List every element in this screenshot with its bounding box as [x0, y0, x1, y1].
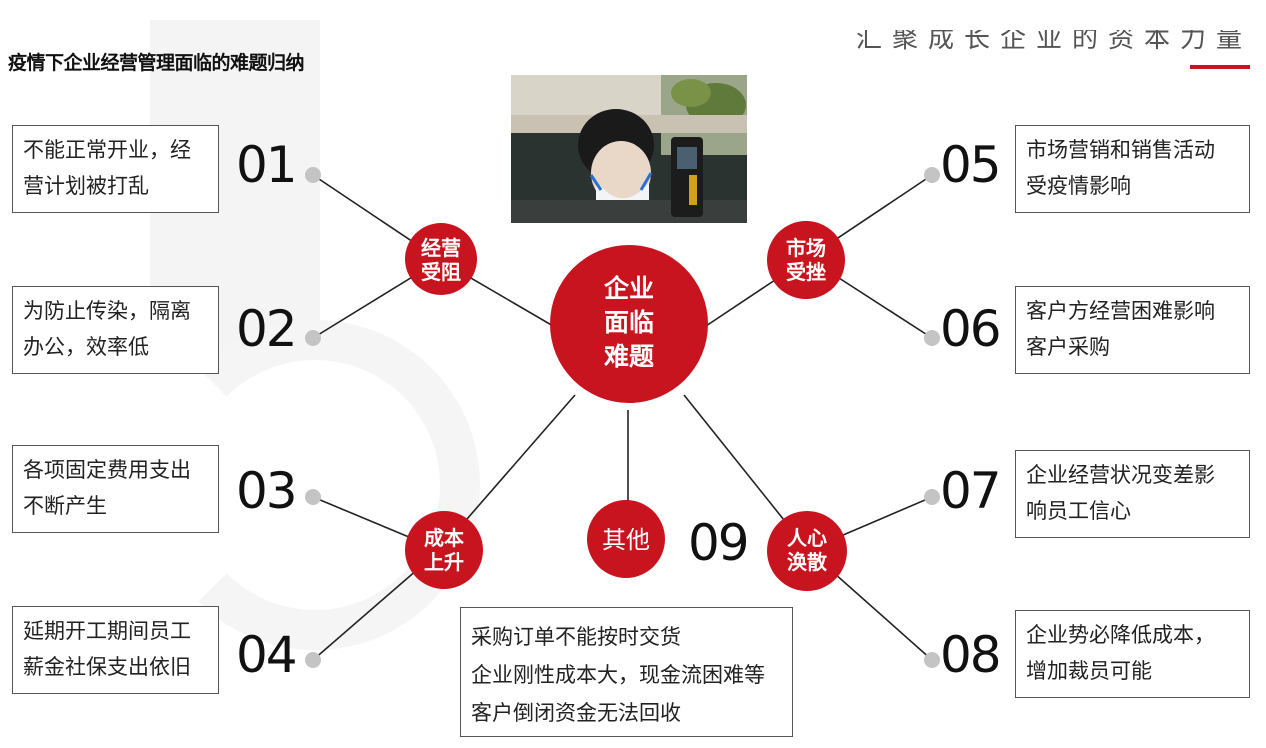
item-box-08: 企业势必降低成本， 增加裁员可能: [1015, 610, 1250, 698]
center-label: 企业 面临 难题: [603, 274, 654, 371]
category-market: [767, 221, 845, 299]
category-people-label: 人心 涣散: [787, 526, 827, 574]
item-box-04: 延期开工期间员工 薪金社保支出依旧: [12, 606, 219, 694]
category-cost-label: 成本 上升: [424, 526, 464, 574]
item-box-07: 企业经营状况变差影 响员工信心: [1015, 450, 1250, 538]
category-operation: [405, 223, 477, 295]
category-cost: [405, 511, 483, 589]
category-operation-label: 经营 受阻: [421, 236, 461, 284]
item-number: 06: [940, 300, 1002, 358]
item-number: 09: [688, 514, 750, 572]
item-number: 01: [236, 136, 298, 194]
item-number: 07: [940, 462, 1002, 520]
connector-dot: [305, 489, 321, 505]
category-other-label: 其他: [602, 526, 650, 554]
accent-underline: [1190, 65, 1250, 69]
item-number: 05: [940, 136, 1002, 194]
masked-worker-photo: [511, 75, 747, 223]
item-number: 04: [236, 626, 298, 684]
item-number: 02: [236, 300, 298, 358]
item-box-03: 各项固定费用支出 不断产生: [12, 445, 219, 533]
category-people: [767, 511, 847, 591]
item-box-06: 客户方经营困难影响 客户采购: [1015, 286, 1250, 374]
item-number: 08: [940, 626, 1002, 684]
connector-dot: [924, 489, 940, 505]
item-box-02: 为防止传染，隔离 办公，效率低: [12, 286, 219, 374]
connector-dot: [924, 167, 940, 183]
item-number: 03: [236, 462, 298, 520]
category-other: [587, 500, 665, 578]
connector-dot: [305, 167, 321, 183]
page-title: 疫情下企业经营管理面临的难题归纳: [8, 52, 305, 74]
item-box-09: 采购订单不能按时交货 企业刚性成本大，现金流困难等 客户倒闭资金无法回收: [460, 607, 793, 737]
item-box-01: 不能正常开业，经 营计划被打乱: [12, 125, 219, 213]
category-market-label: 市场 受挫: [786, 236, 826, 284]
item-box-05: 市场营销和销售活动 受疫情影响: [1015, 125, 1250, 213]
connector-dot: [305, 652, 321, 668]
brand-slogan: 汇聚成长企业的资本力量: [855, 24, 1252, 54]
connector-dot: [924, 330, 940, 346]
center-circle: [550, 245, 708, 403]
connector-dot: [305, 330, 321, 346]
connector-dot: [924, 652, 940, 668]
